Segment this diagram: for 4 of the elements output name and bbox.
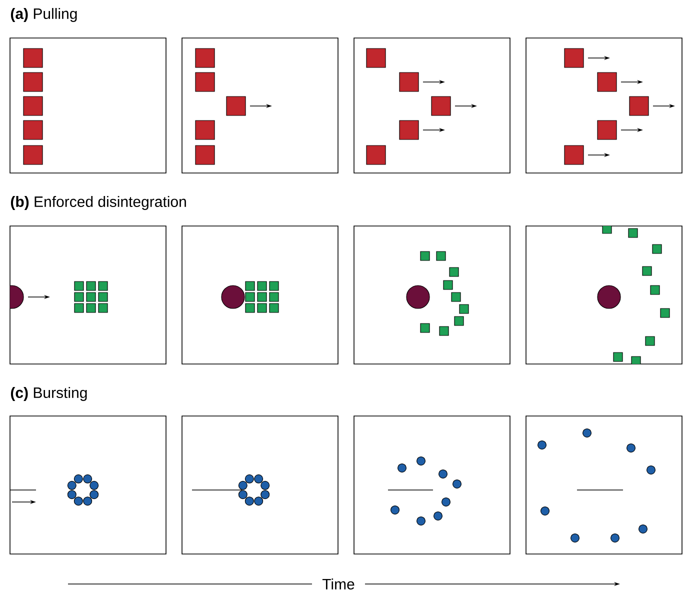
axis-label: Time xyxy=(322,578,354,590)
panel-title: (b) Enforced disintegration xyxy=(10,196,186,210)
panel-title: (a) Pulling xyxy=(10,8,77,22)
panel-title: (c) Bursting xyxy=(10,387,87,401)
